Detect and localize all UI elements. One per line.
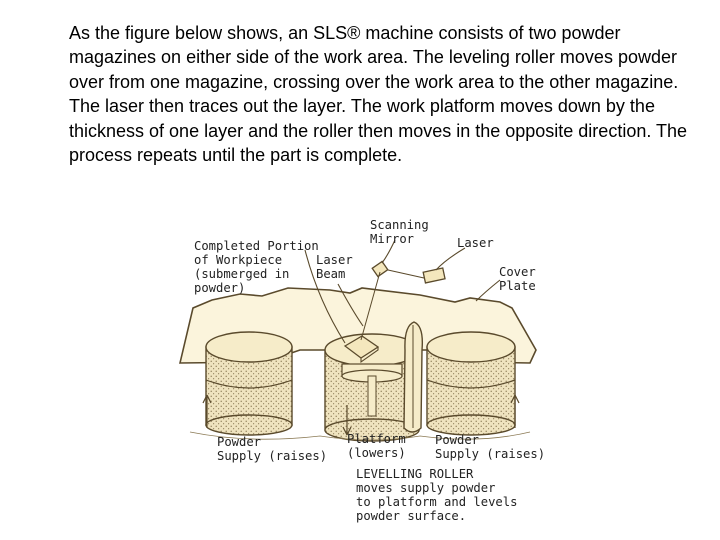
build-platform xyxy=(324,333,420,442)
intro-paragraph: As the figure below shows, an SLS® machi… xyxy=(69,23,688,166)
label-cover-plate: Cover Plate xyxy=(499,265,536,293)
label-powder-supply-right: Powder Supply (raises) xyxy=(435,433,546,461)
laser xyxy=(387,267,446,284)
right-powder-supply xyxy=(426,331,520,436)
label-powder-supply-left: Powder Supply (raises) xyxy=(217,435,328,463)
laser-beam xyxy=(360,271,381,341)
scanning-mirror xyxy=(371,260,389,278)
leader-lines xyxy=(304,239,501,344)
label-completed-portion: Completed Portion of Workpiece (submerge… xyxy=(194,239,319,295)
label-laser-beam: Laser Beam xyxy=(316,253,353,281)
label-laser: Laser xyxy=(457,236,494,250)
label-levelling-roller: LEVELLING ROLLER moves supply powder to … xyxy=(356,467,518,523)
label-platform: Platform (lowers) xyxy=(347,432,406,460)
left-powder-supply xyxy=(202,331,293,436)
label-scanning-mirror: Scanning Mirror xyxy=(370,218,429,246)
sls-machine-diagram xyxy=(178,239,537,442)
leveling-roller xyxy=(403,321,424,433)
